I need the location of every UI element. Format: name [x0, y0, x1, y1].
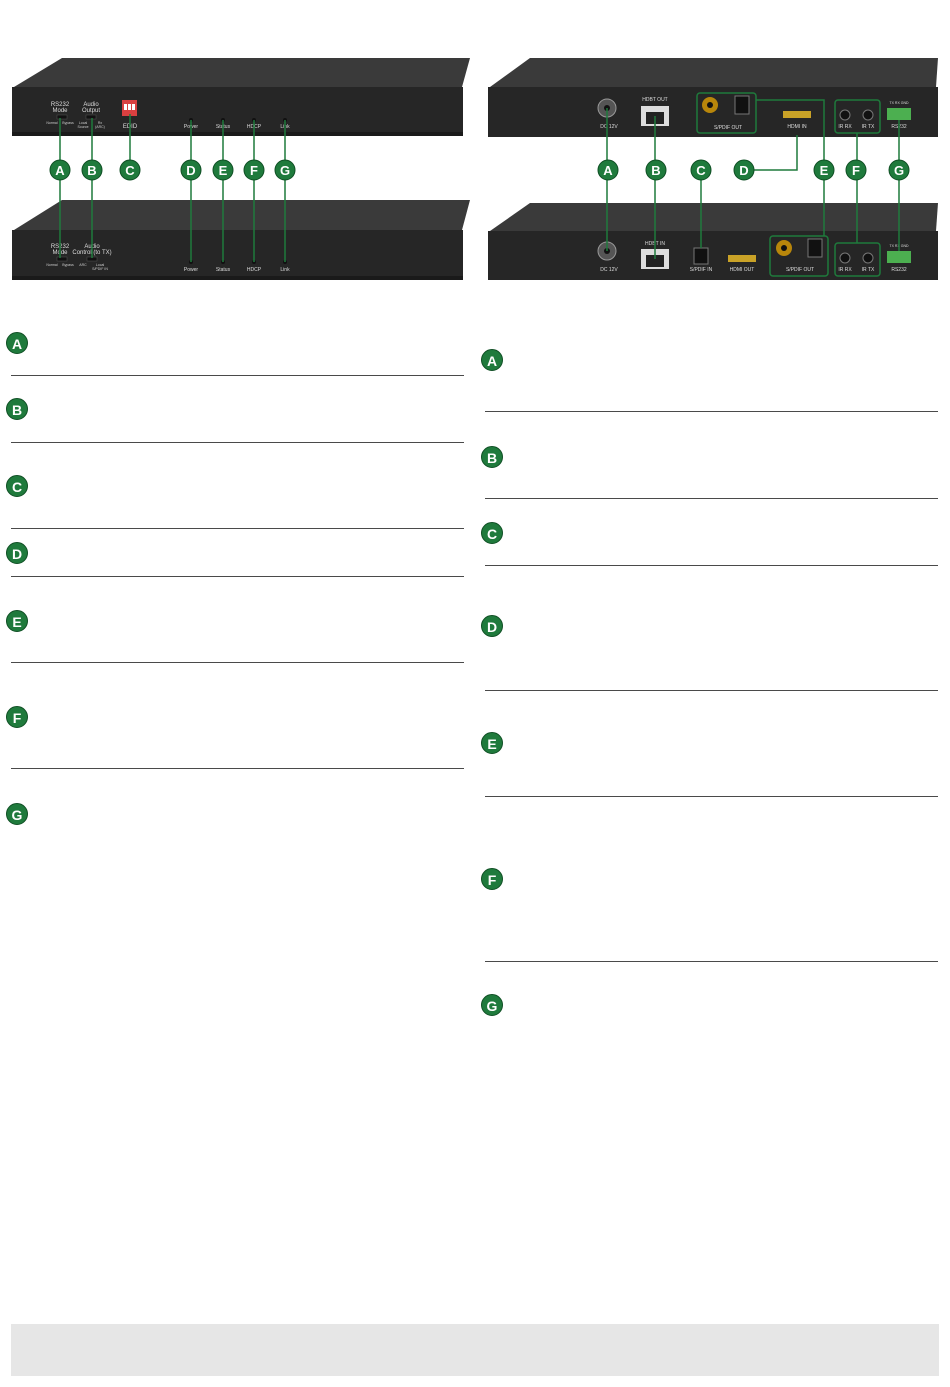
link-label-bottom: Link	[280, 267, 290, 273]
ir-rx-label-bottom: IR RX	[838, 267, 852, 273]
left-list-badge-e: E	[6, 610, 28, 632]
rs232-terminal-bottom	[887, 251, 911, 263]
hdmi-out-port	[728, 255, 756, 262]
left-list-badge-f: F	[6, 706, 28, 728]
right-list-badge-a: A	[481, 349, 503, 371]
top-unit-left	[12, 58, 470, 136]
left-callout-g: G	[280, 163, 290, 178]
hdmi-in-label: HDMI IN	[787, 124, 807, 130]
right-callout-b: B	[651, 163, 660, 178]
bottom-unit-left	[12, 200, 470, 280]
left-divider-e	[11, 662, 464, 663]
right-list-badge-c: C	[481, 522, 503, 544]
right-list-badge-g: G	[481, 994, 503, 1016]
audio-spdif-label-bottom: S/PDIF IN	[92, 267, 108, 271]
ir-rx-label-top: IR RX	[838, 124, 852, 130]
dc-label-top: DC 12V	[600, 124, 618, 130]
audio-local-label-bottom: Local	[96, 263, 105, 267]
left-callout-lines	[59, 114, 286, 262]
audio-local-label: Local	[79, 121, 88, 125]
right-callout-badges: A B C D E F G	[597, 159, 910, 181]
left-divider-d	[11, 576, 464, 577]
audio-arc-label-bottom: ARC	[79, 263, 87, 267]
hdmi-in-port	[783, 111, 811, 118]
footer-bar	[11, 1324, 939, 1376]
left-divider-f	[11, 768, 464, 769]
status-label-bottom: Status	[216, 267, 231, 273]
left-callout-b: B	[87, 163, 96, 178]
right-callout-a: A	[603, 163, 613, 178]
left-divider-c	[11, 528, 464, 529]
audio-output-switch[interactable]	[85, 114, 97, 120]
rs232-terminal-top	[887, 108, 911, 120]
rs232-mode-switch-bottom[interactable]	[56, 256, 68, 262]
audio-arc-label: Rx	[98, 121, 103, 125]
rs232-normal-label-bottom: Normal	[46, 263, 58, 267]
left-callout-badges: A B C D E F G	[49, 159, 296, 181]
rs232-bypass-label: Bypass	[62, 121, 74, 125]
left-callout-c: C	[125, 163, 135, 178]
right-divider-a	[485, 411, 938, 412]
right-list-badge-d: D	[481, 615, 503, 637]
left-list-badge-g: G	[6, 803, 28, 825]
right-callout-f: F	[852, 163, 860, 178]
spdif-out-label-top: S/PDIF OUT	[714, 125, 742, 131]
rs232-mode-switch[interactable]	[56, 114, 68, 120]
left-callout-f: F	[250, 163, 258, 178]
left-callout-a: A	[55, 163, 65, 178]
ir-tx-label-top: IR TX	[862, 124, 875, 130]
rs232-pins-top: TX RX GND	[889, 101, 909, 105]
spdif-in-label: S/PDIF IN	[690, 267, 713, 273]
right-list-badge-f: F	[481, 868, 503, 890]
rs232-normal-label: Normal	[46, 121, 58, 125]
hdmi-out-label: HDMI OUT	[730, 267, 755, 273]
right-divider-c	[485, 565, 938, 566]
left-callout-e: E	[219, 163, 228, 178]
left-callout-d: D	[186, 163, 195, 178]
rs232-bypass-label-bottom: Bypass	[62, 263, 74, 267]
right-divider-e	[485, 796, 938, 797]
power-label-bottom: Power	[184, 267, 199, 273]
rs232-label-bottom: RS232	[891, 267, 907, 273]
dc-label-bottom: DC 12V	[600, 267, 618, 273]
left-list-badge-b: B	[6, 398, 28, 420]
right-list-badge-e: E	[481, 732, 503, 754]
ir-tx-label-bottom: IR TX	[862, 267, 875, 273]
spdif-out-label-bottom: S/PDIF OUT	[786, 267, 814, 273]
right-panel-diagram: DC 12V HDBT OUT S/PDIF OUT HDMI IN IR RX…	[488, 58, 938, 280]
right-divider-b	[485, 498, 938, 499]
left-list-badge-a: A	[6, 332, 28, 354]
right-divider-d	[485, 690, 938, 691]
bottom-unit-right	[488, 203, 938, 280]
hdbt-out-label: HDBT OUT	[642, 97, 667, 103]
audio-local-sub-label: Source	[77, 125, 88, 129]
right-list-badge-b: B	[481, 446, 503, 468]
right-callout-d: D	[739, 163, 748, 178]
right-callout-c: C	[696, 163, 706, 178]
left-list-badge-c: C	[6, 475, 28, 497]
right-callout-e: E	[820, 163, 829, 178]
right-divider-f	[485, 961, 938, 962]
hdcp-label-bottom: HDCP	[247, 267, 262, 273]
audio-arc-sub-label: (ARC)	[95, 125, 105, 129]
left-list-badge-d: D	[6, 542, 28, 564]
left-divider-a	[11, 375, 464, 376]
right-callout-g: G	[894, 163, 904, 178]
left-divider-b	[11, 442, 464, 443]
